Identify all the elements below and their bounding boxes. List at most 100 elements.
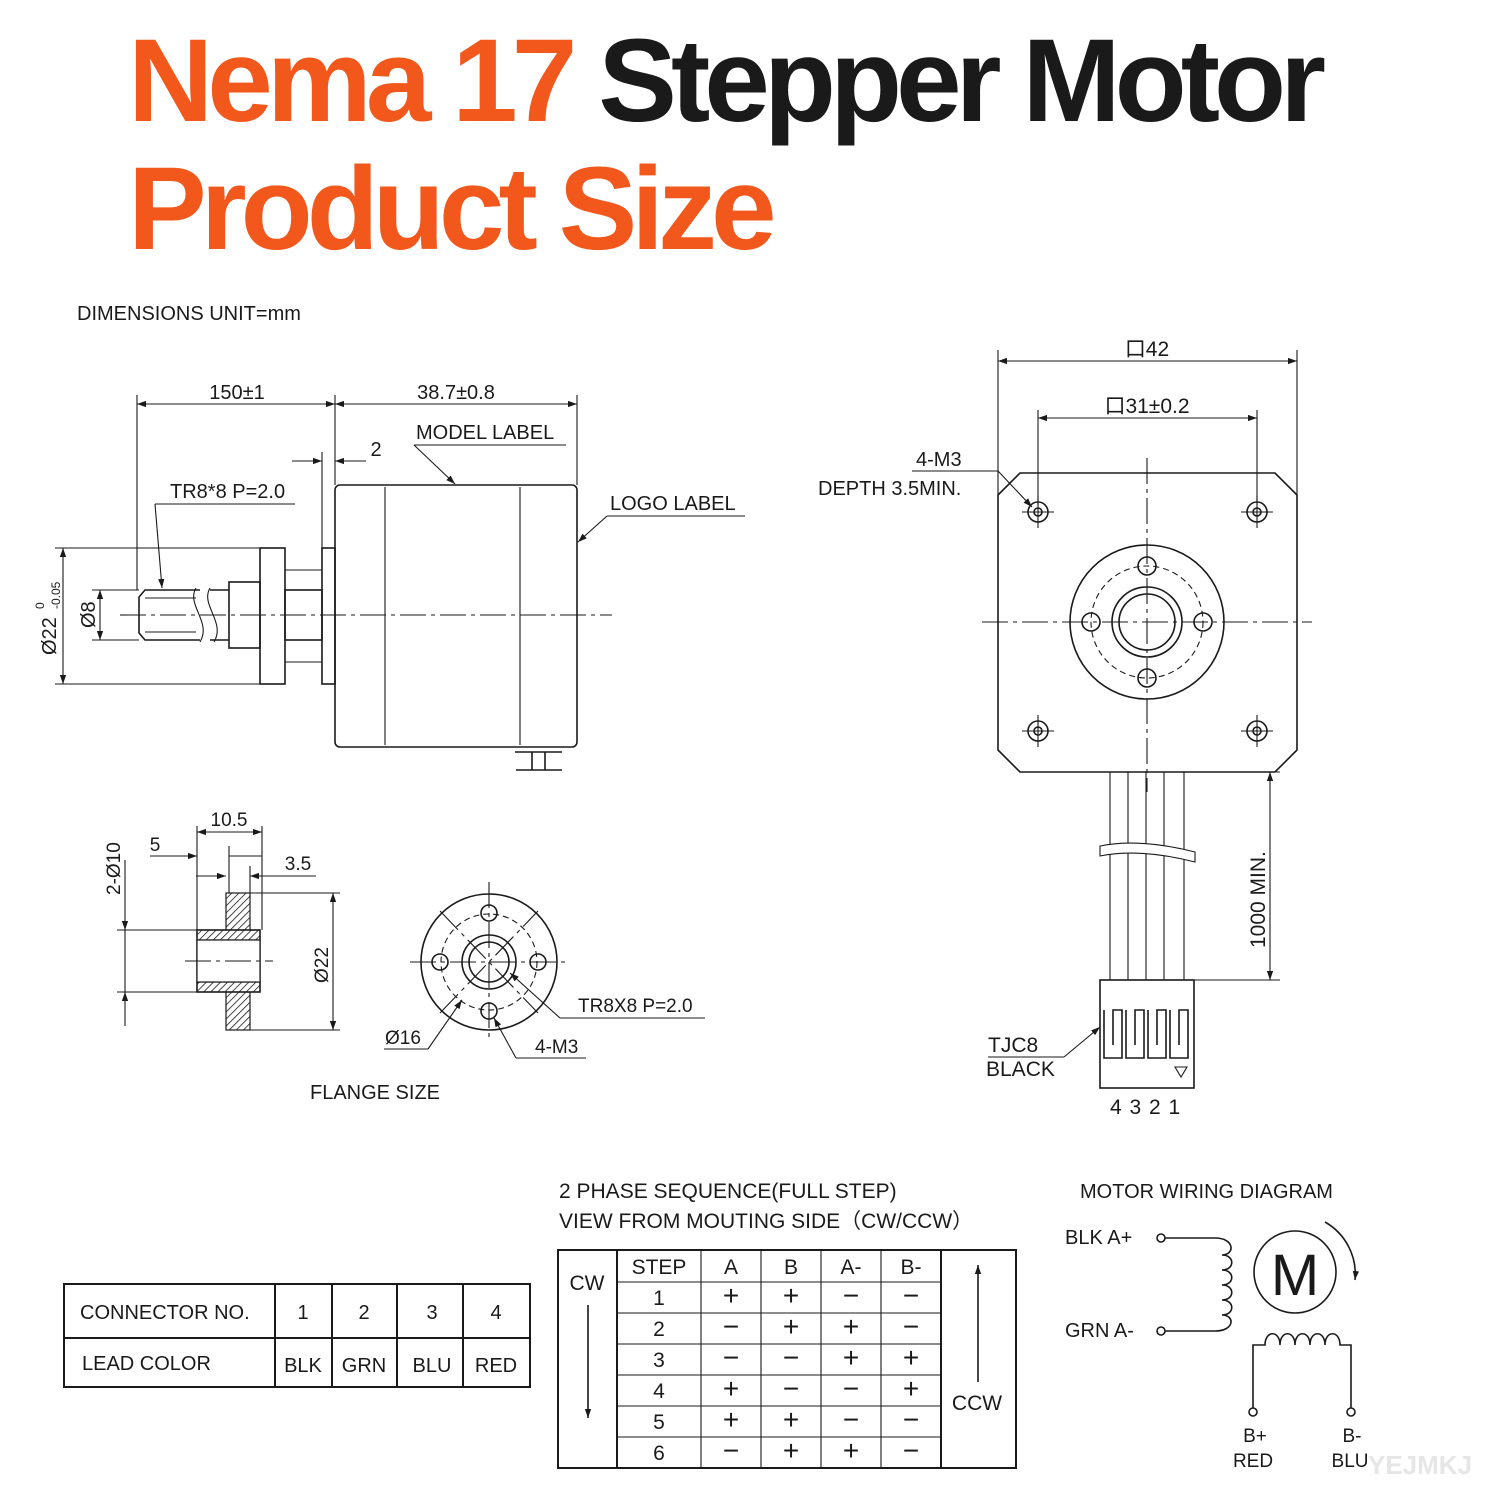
flange-front-view: Ø16 TR8X8 P=2.0 4-M3 FLANGE SIZE — [310, 882, 705, 1104]
mount-hole-bottom-left — [1022, 715, 1054, 747]
lead-color-cell: BLK — [284, 1355, 322, 1377]
front-view: 口42 口31±0.2 4-M3 DEPTH 3.5MIN. — [818, 338, 1312, 1119]
connector-no-cell: 4 — [490, 1302, 501, 1324]
phase-step-cell: 5 — [653, 1411, 665, 1434]
boss-diameter-dim: Ø22 — [39, 617, 61, 655]
phase-polarity-cell: + — [843, 1311, 859, 1342]
flange-holes-dim: 2-Ø10 — [104, 842, 125, 895]
phase-header-cell: B- — [901, 1256, 922, 1279]
hole-depth-callout: DEPTH 3.5MIN. — [818, 478, 961, 500]
phase-polarity-cell: − — [903, 1280, 919, 1311]
phase-table-subtitle: VIEW FROM MOUTING SIDE（CW/CCW） — [559, 1210, 973, 1233]
phase-polarity-cell: − — [723, 1435, 739, 1466]
screw-nut-flange — [259, 547, 286, 685]
mount-hole-bottom-right — [1241, 715, 1273, 747]
phase-polarity-cell: + — [843, 1342, 859, 1373]
cw-label: CW — [570, 1272, 605, 1295]
coil-a — [1165, 1237, 1233, 1332]
boss-tolerance-lower: -0.05 — [49, 581, 63, 609]
cable-length-dim: 1000 MIN. — [1247, 851, 1270, 948]
phase-header-cell: A — [724, 1256, 738, 1279]
phase-polarity-cell: + — [783, 1280, 799, 1311]
phase-polarity-cell: + — [783, 1435, 799, 1466]
boss-tolerance-upper: 0 — [33, 602, 47, 609]
title-model: Nema 17 — [128, 15, 577, 147]
page-title-line-1: Nema 17 Stepper Motor — [128, 22, 1326, 140]
flange-gap-dim: 2 — [370, 439, 381, 461]
flange-pcd-callout: Ø16 — [385, 1028, 421, 1049]
lead-screw-length-dim: 150±1 — [209, 382, 264, 404]
phase-polarity-cell: − — [723, 1311, 739, 1342]
model-label-callout: MODEL LABEL — [416, 422, 554, 444]
pin-numbers: 4 3 2 1 — [1110, 1096, 1181, 1119]
mount-hole-top-right — [1241, 496, 1273, 528]
connector-housing — [1099, 979, 1195, 1089]
ccw-label: CCW — [952, 1392, 1002, 1415]
phase-polarity-cell: + — [843, 1435, 859, 1466]
lead-color-cell: BLU — [413, 1355, 452, 1377]
phase-step-cell: 4 — [653, 1380, 665, 1403]
connector-no-cell: 1 — [297, 1302, 308, 1324]
phase-polarity-cell: + — [903, 1373, 919, 1404]
flange-size-caption: FLANGE SIZE — [310, 1082, 440, 1104]
connector-no-cell: 2 — [358, 1302, 369, 1324]
phase-polarity-cell: − — [903, 1404, 919, 1435]
body-length-dim: 38.7±0.8 — [417, 382, 495, 404]
watermark-logo: YEJMKJ — [1368, 1450, 1472, 1480]
side-view: 150±1 38.7±0.8 2 MODEL LABEL LOGO LABEL … — [33, 382, 745, 771]
connector-no-cell: 3 — [426, 1302, 437, 1324]
title-product: Stepper Motor — [598, 15, 1326, 147]
phase-header-cell: B — [784, 1256, 798, 1279]
flange-thread-callout: TR8X8 P=2.0 — [578, 996, 693, 1017]
wiring-diagram: MOTOR WIRING DIAGRAM BLK A+ GRN A- M B+ … — [1065, 1181, 1472, 1480]
phase-polarity-cell: − — [903, 1311, 919, 1342]
wire-a-minus-label: GRN A- — [1065, 1320, 1134, 1342]
flange-thickness-dim: 3.5 — [285, 854, 311, 875]
lead-wires — [1099, 772, 1196, 980]
phase-step-cell: 2 — [653, 1318, 665, 1341]
phase-header-cell: STEP — [632, 1256, 687, 1279]
wire-a-plus-label: BLK A+ — [1065, 1227, 1132, 1249]
wiring-title: MOTOR WIRING DIAGRAM — [1080, 1181, 1333, 1203]
phase-polarity-cell: + — [723, 1280, 739, 1311]
phase-polarity-cell: − — [843, 1280, 859, 1311]
lead-color-cell: GRN — [342, 1355, 386, 1377]
motor-symbol — [1253, 1230, 1337, 1314]
flange-mount-holes-callout: 4-M3 — [535, 1037, 578, 1058]
phase-sequence: 2 PHASE SEQUENCE(FULL STEP) VIEW FROM MO… — [557, 1180, 1017, 1469]
motor-symbol-letter: M — [1271, 1243, 1319, 1308]
dimensions-unit-note: DIMENSIONS UNIT=mm — [77, 303, 301, 325]
connector-color-label: BLACK — [986, 1058, 1055, 1081]
hole-spacing-dim: 口31±0.2 — [1104, 395, 1189, 418]
phase-polarity-cell: + — [783, 1311, 799, 1342]
flange-side-view: 10.5 5 3.5 2-Ø10 Ø22 — [104, 810, 340, 1031]
body-size-dim: 口42 — [1125, 338, 1169, 361]
wire-b-plus-color: RED — [1233, 1451, 1273, 1472]
lead-color-header: LEAD COLOR — [82, 1353, 211, 1375]
flange-offset-dim: 5 — [150, 835, 161, 856]
connector-table: CONNECTOR NO. LEAD COLOR 1 2 3 4 BLK GRN… — [63, 1283, 531, 1388]
motor-body — [334, 484, 578, 748]
phase-table-title: 2 PHASE SEQUENCE(FULL STEP) — [559, 1180, 897, 1203]
mount-hole-top-left — [1022, 496, 1054, 528]
phase-polarity-cell: − — [783, 1373, 799, 1404]
flange-width-dim: 10.5 — [211, 810, 248, 831]
phase-polarity-cell: − — [783, 1342, 799, 1373]
screw-spec-callout: TR8*8 P=2.0 — [170, 481, 285, 503]
phase-polarity-cell: + — [723, 1373, 739, 1404]
wire-b-minus-label: B- — [1343, 1426, 1362, 1447]
page-title-line-2: Product Size — [128, 143, 777, 275]
screw-diameter-dim: Ø8 — [78, 601, 100, 628]
mount-holes-callout: 4-M3 — [916, 449, 962, 471]
phase-header-cell: A- — [841, 1256, 862, 1279]
connector-no-header: CONNECTOR NO. — [80, 1302, 250, 1324]
wire-b-plus-label: B+ — [1243, 1426, 1267, 1447]
wire-b-minus-color: BLU — [1332, 1451, 1369, 1472]
phase-polarity-cell: − — [843, 1373, 859, 1404]
phase-polarity-cell: + — [723, 1404, 739, 1435]
phase-polarity-cell: − — [903, 1435, 919, 1466]
phase-step-cell: 1 — [653, 1287, 665, 1310]
flange-diameter-dim: Ø22 — [312, 947, 333, 983]
